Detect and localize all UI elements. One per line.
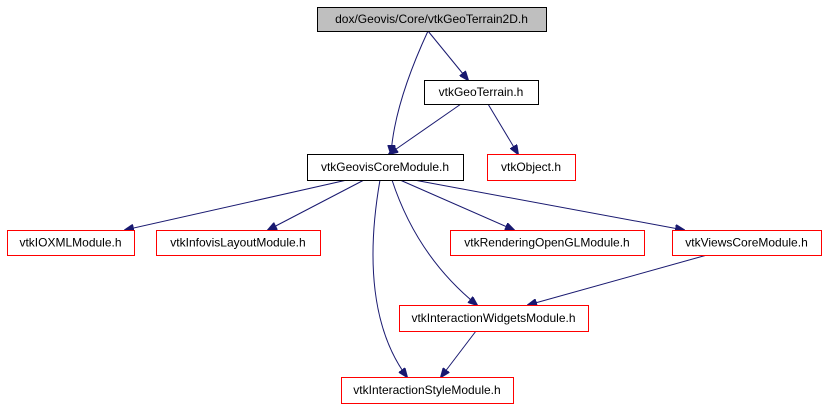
node-infovis-label: vtkInfovisLayoutModule.h — [170, 236, 305, 250]
edge-views-to-widgets — [528, 254, 708, 305]
edge-geoviscore-to-ioxml — [125, 179, 348, 230]
edge-geoviscore-to-widgets — [391, 179, 477, 305]
node-ioxml-box — [7, 230, 135, 256]
node-geoterrain-label: vtkGeoTerrain.h — [439, 85, 524, 99]
edge-geoterrain-to-object — [487, 103, 518, 154]
node-rendering-label: vtkRenderingOpenGLModule.h — [464, 236, 629, 250]
edge-geoviscore-to-infovis — [268, 179, 365, 230]
node-geoviscore-label: vtkGeovisCoreModule.h — [321, 160, 449, 174]
edge-geoviscore-to-style — [372, 179, 407, 377]
node-object[interactable]: vtkObject.h — [487, 154, 576, 181]
node-style-box — [341, 377, 514, 404]
node-ioxml-label: vtkIOXMLModule.h — [19, 236, 121, 250]
node-root-box — [317, 7, 547, 32]
edge-root-to-geoterrain — [427, 30, 468, 80]
node-root-label: dox/Geovis/Core/vtkGeoTerrain2D.h — [335, 12, 528, 26]
node-widgets-box — [399, 305, 589, 332]
node-style-label: vtkInteractionStyleModule.h — [353, 383, 500, 397]
node-infovis-box — [156, 230, 321, 256]
node-geoviscore[interactable]: vtkGeovisCoreModule.h — [307, 154, 464, 181]
node-infovis[interactable]: vtkInfovisLayoutModule.h — [156, 230, 321, 256]
node-rendering[interactable]: vtkRenderingOpenGLModule.h — [450, 230, 645, 256]
nodes-layer: dox/Geovis/Core/vtkGeoTerrain2D.h vtkGeoT… — [7, 7, 822, 404]
edge-geoviscore-to-rendering — [399, 179, 514, 230]
node-root[interactable]: dox/Geovis/Core/vtkGeoTerrain2D.h — [317, 7, 547, 32]
edges-layer — [125, 30, 708, 377]
node-ioxml[interactable]: vtkIOXMLModule.h — [7, 230, 135, 256]
node-geoterrain-box — [424, 80, 539, 105]
node-views-label: vtkViewsCoreModule.h — [685, 236, 808, 250]
node-style[interactable]: vtkInteractionStyleModule.h — [341, 377, 514, 404]
node-object-box — [487, 154, 576, 181]
edge-widgets-to-style — [441, 330, 477, 377]
node-object-label: vtkObject.h — [501, 160, 561, 174]
node-widgets-label: vtkInteractionWidgetsModule.h — [411, 311, 575, 325]
edge-geoterrain-to-geoviscore — [389, 103, 462, 154]
edge-root-to-geoviscore — [391, 30, 429, 154]
node-widgets[interactable]: vtkInteractionWidgetsModule.h — [399, 305, 589, 332]
node-views-box — [672, 230, 822, 256]
node-geoterrain[interactable]: vtkGeoTerrain.h — [424, 80, 539, 105]
node-geoviscore-box — [307, 154, 464, 181]
node-rendering-box — [450, 230, 645, 256]
edge-geoviscore-to-views — [413, 179, 684, 230]
node-views[interactable]: vtkViewsCoreModule.h — [672, 230, 822, 256]
